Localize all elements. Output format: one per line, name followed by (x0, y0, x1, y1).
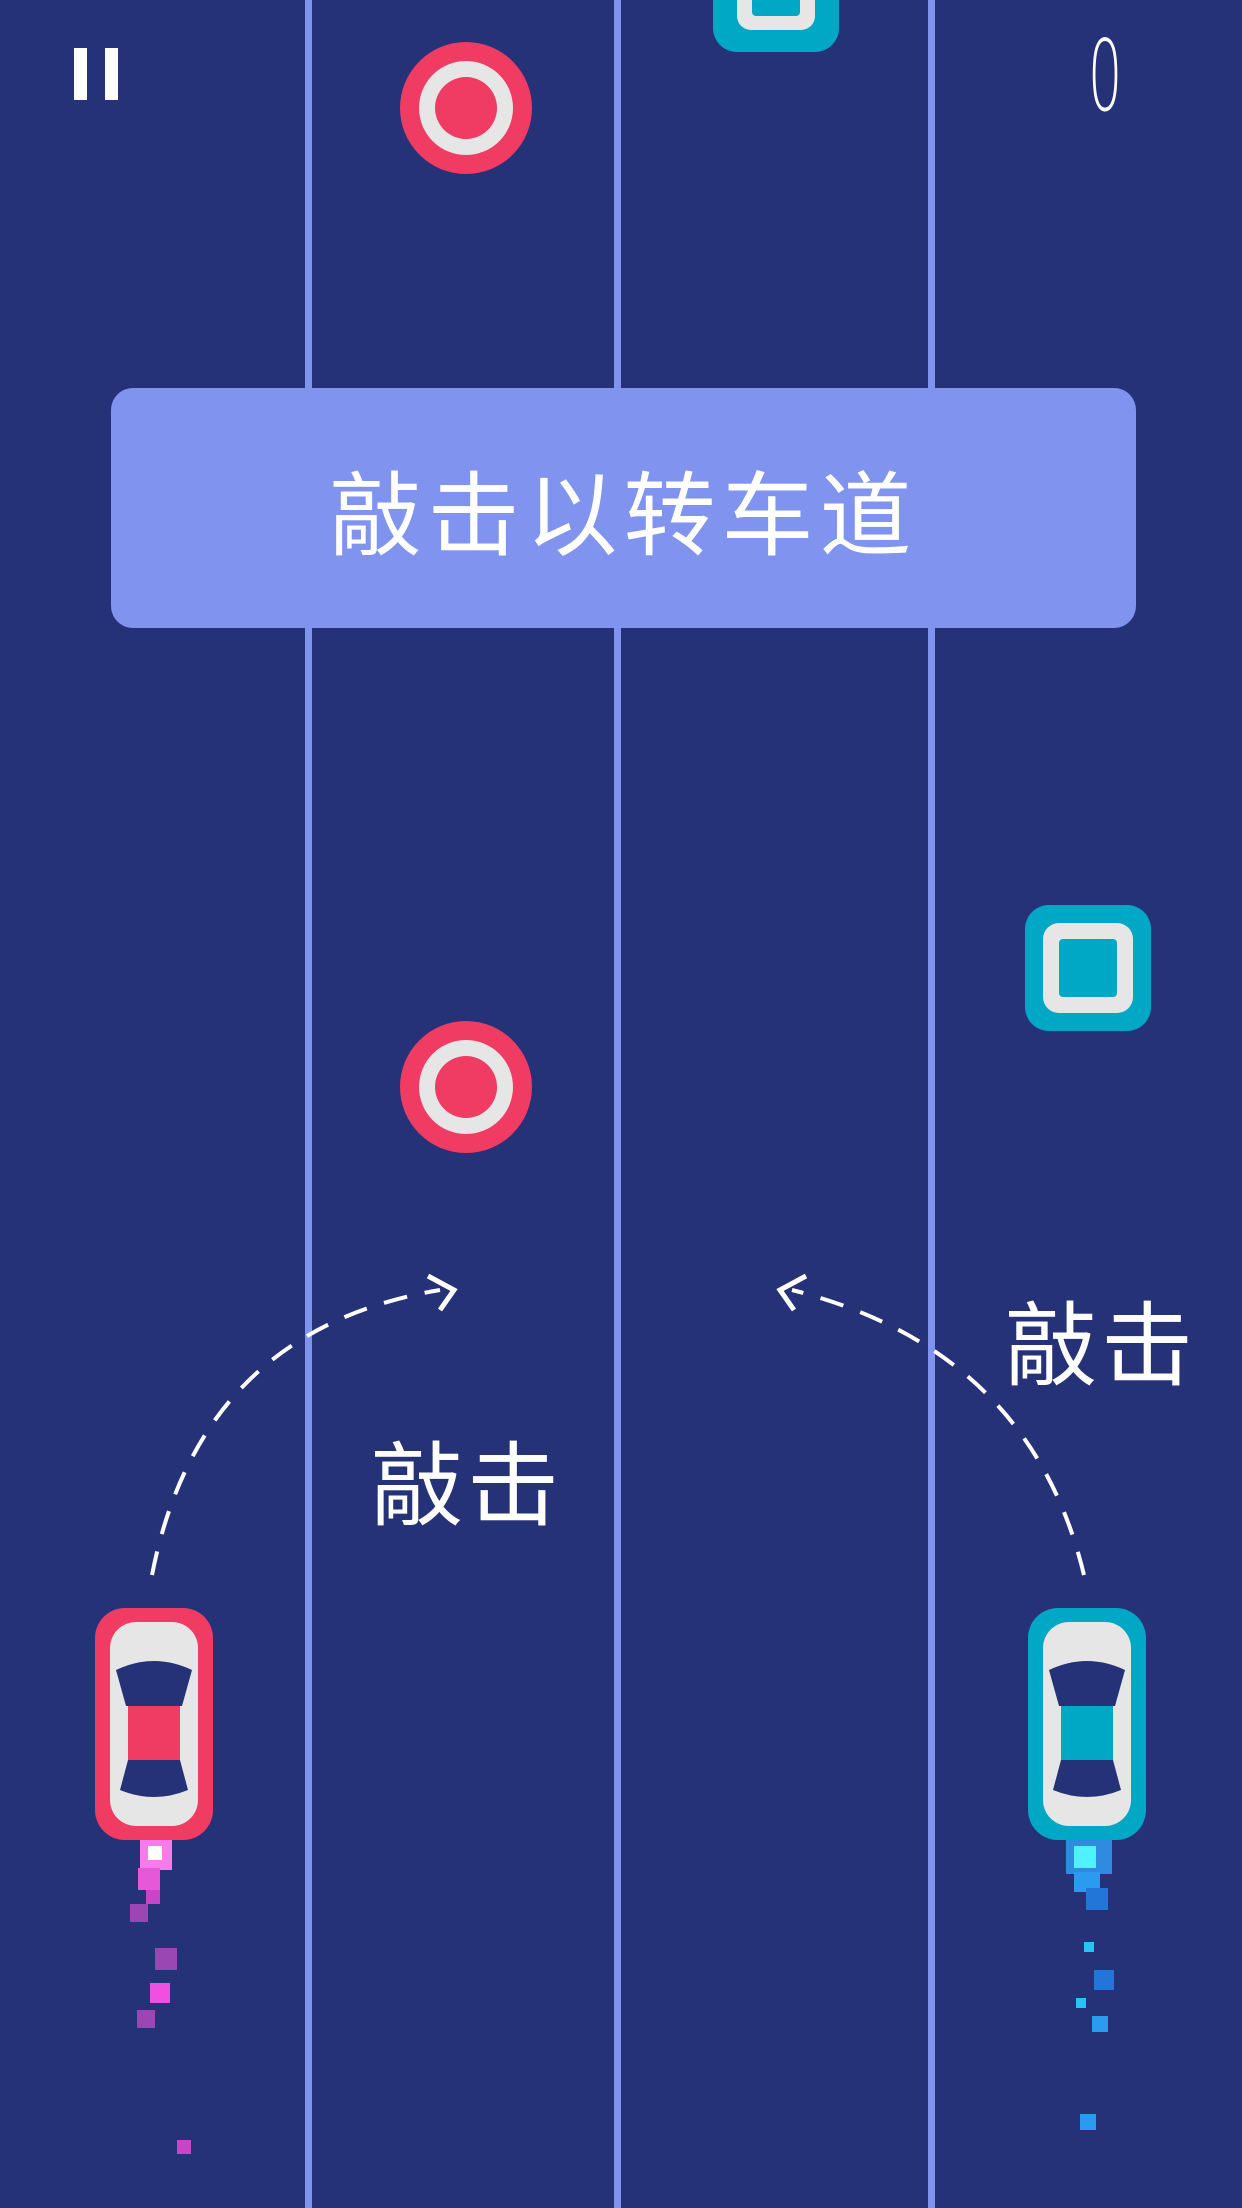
right-tap-label: 敲击 (1005, 1293, 1198, 1400)
instruction-text: 敲击以转车道 (329, 462, 918, 570)
teal-car (1028, 1608, 1146, 1840)
pause-button[interactable] (68, 48, 124, 102)
teal-square-obstacle (1025, 905, 1151, 1031)
instruction-banner: 敲击以转车道 (111, 388, 1136, 628)
right-swipe-arrow (776, 1273, 1086, 1576)
lane-divider-right (928, 0, 935, 2208)
red-exhaust-particles (130, 1840, 191, 2154)
red-circle-obstacle (400, 42, 532, 174)
pause-icon (68, 48, 124, 102)
lane-divider-left (305, 0, 312, 2208)
left-tap-label: 敲击 (371, 1433, 564, 1540)
left-swipe-arrow (150, 1273, 458, 1576)
teal-square-obstacle (713, 0, 839, 52)
red-car (95, 1608, 213, 1840)
score-counter: 0 (1087, 20, 1122, 134)
red-circle-obstacle (400, 1021, 532, 1153)
lane-divider-center (614, 0, 621, 2208)
teal-exhaust-particles (1066, 1840, 1114, 2130)
